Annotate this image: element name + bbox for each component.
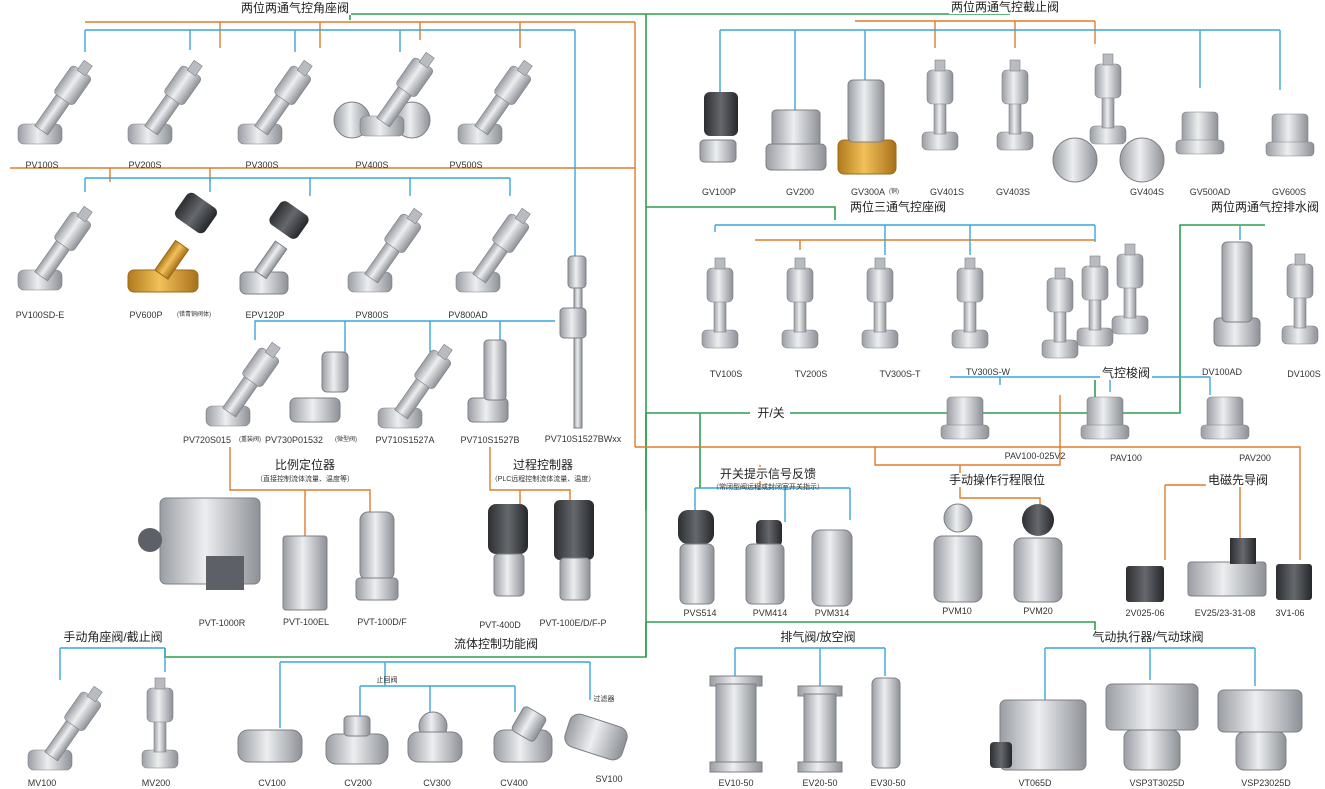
label-gv401s: GV401S: [929, 187, 965, 197]
label-cv200: CV200: [344, 778, 372, 788]
heading-drain: 两位两通气控排水阀: [1208, 200, 1322, 214]
heading-manual-angle: 手动角座阀/截止阀: [61, 630, 165, 644]
label-tv100s: TV100S: [709, 369, 743, 379]
heading-shuttle: 气控梭阀: [1099, 366, 1153, 380]
label-vsp23: VSP23025D: [1241, 778, 1291, 788]
label-gv100p: GV100P: [701, 187, 737, 197]
note-pv730: (微型阀): [335, 437, 357, 443]
label-pav100-025v2: PAV100-025V2: [1004, 451, 1066, 461]
label-dv100s: DV100S: [1287, 369, 1321, 379]
heading-manual-limit: 手动操作行程限位: [946, 473, 1048, 487]
heading-fluid-control: 流体控制功能阀: [451, 637, 541, 651]
label-ev10: EV10-50: [718, 778, 754, 788]
label-2v025: 2V025-06: [1125, 608, 1165, 618]
heading-solenoid: 电磁先导阀: [1205, 473, 1271, 487]
label-pvm414: PVM414: [752, 608, 788, 618]
label-gv500ad: GV500AD: [1189, 187, 1231, 197]
label-pv600p: PV600P: [129, 310, 163, 320]
label-pvm10: PVM10: [942, 606, 972, 616]
heading-angle-seat: 两位两通气控角座阀: [238, 1, 352, 15]
subheading-switch-feedback: （常闭型阀远程或封闭室开关指示）: [712, 484, 824, 491]
label-gv200: GV200: [785, 187, 815, 197]
label-pv710a: PV710S1527A: [375, 435, 435, 445]
label-pvm20: PVM20: [1023, 606, 1053, 616]
label-pvt100el: PVT-100EL: [282, 617, 330, 627]
heading-onoff: 开/关: [755, 406, 787, 420]
label-mv100: MV100: [27, 778, 57, 788]
label-pv500s: PV500S: [449, 160, 483, 170]
label-pav200: PAV200: [1239, 453, 1271, 463]
label-pv100sde: PV100SD-E: [15, 310, 65, 320]
label-gv300a: GV300A: [850, 187, 886, 197]
heading-switch-feedback: 开关提示信号反馈: [717, 467, 819, 481]
subheading-proportional: （直接控制流体流量、温度等）: [256, 476, 354, 483]
label-pv720: PV720S015: [182, 435, 232, 445]
label-dv100ad: DV100AD: [1201, 367, 1243, 377]
label-pvt400d: PVT-400D: [479, 620, 521, 630]
label-ev20: EV20-50: [802, 778, 838, 788]
heading-exhaust: 排气阀/放空阀: [778, 630, 858, 644]
label-3v1: 3V1-06: [1275, 608, 1305, 618]
label-pv300s: PV300S: [245, 160, 279, 170]
label-pv710b: PV710S1527B: [460, 435, 520, 445]
heading-process: 过程控制器: [510, 458, 576, 472]
label-pv200s: PV200S: [128, 160, 162, 170]
label-gv403s: GV403S: [995, 187, 1031, 197]
heading-three-way: 两位三通气控座阀: [847, 200, 949, 214]
note-gv300a: (铜): [889, 189, 899, 195]
label-pvt100df: PVT-100D/F: [357, 617, 407, 627]
label-pv800s: PV800S: [355, 310, 389, 320]
label-ev25: EV25/23-31-08: [1194, 608, 1256, 618]
label-pv400s: PV400S: [355, 160, 389, 170]
subheading-filter: 过滤器: [593, 696, 615, 703]
subheading-check-valve: 止回阀: [376, 677, 398, 684]
heading-actuator: 气动执行器/气动球阀: [1090, 630, 1206, 644]
note-pv720: (重装阀): [239, 437, 261, 443]
label-gv600s: GV600S: [1271, 187, 1307, 197]
label-cv100: CV100: [258, 778, 286, 788]
label-cv400: CV400: [500, 778, 528, 788]
label-tv300st: TV300S-T: [879, 369, 921, 379]
label-vsp3t: VSP3T3025D: [1129, 778, 1185, 788]
label-pv710bw: PV710S1527BWxx: [544, 434, 622, 444]
label-pv730: PV730P01532: [264, 435, 324, 445]
label-tv200s: TV200S: [794, 369, 828, 379]
label-pav100: PAV100: [1110, 453, 1142, 463]
subheading-process: （PLC远程控制流体流量、温度）: [490, 476, 596, 483]
label-pvs514: PVS514: [683, 608, 717, 618]
label-sv100: SV100: [595, 774, 623, 784]
heading-shutoff: 两位两通气控截止阀: [948, 0, 1062, 14]
label-epv120p: EPV120P: [245, 310, 285, 320]
label-vt065d: VT065D: [1018, 778, 1052, 788]
label-gv404s: GV404S: [1129, 187, 1165, 197]
label-ev30: EV30-50: [870, 778, 906, 788]
label-pv100s: PV100S: [25, 160, 59, 170]
label-pvt1000r: PVT-1000R: [198, 618, 246, 628]
heading-proportional: 比例定位器: [272, 458, 338, 472]
label-tv300sw: TV300S-W: [965, 367, 1011, 377]
label-pvt100edf: PVT-100E/D/F-P: [539, 618, 607, 628]
label-cv300: CV300: [423, 778, 451, 788]
label-pvm314: PVM314: [814, 608, 850, 618]
label-pv800ad: PV800AD: [448, 310, 488, 320]
label-mv200: MV200: [141, 778, 171, 788]
note-pv600p: (错青铜阀体): [177, 312, 211, 318]
